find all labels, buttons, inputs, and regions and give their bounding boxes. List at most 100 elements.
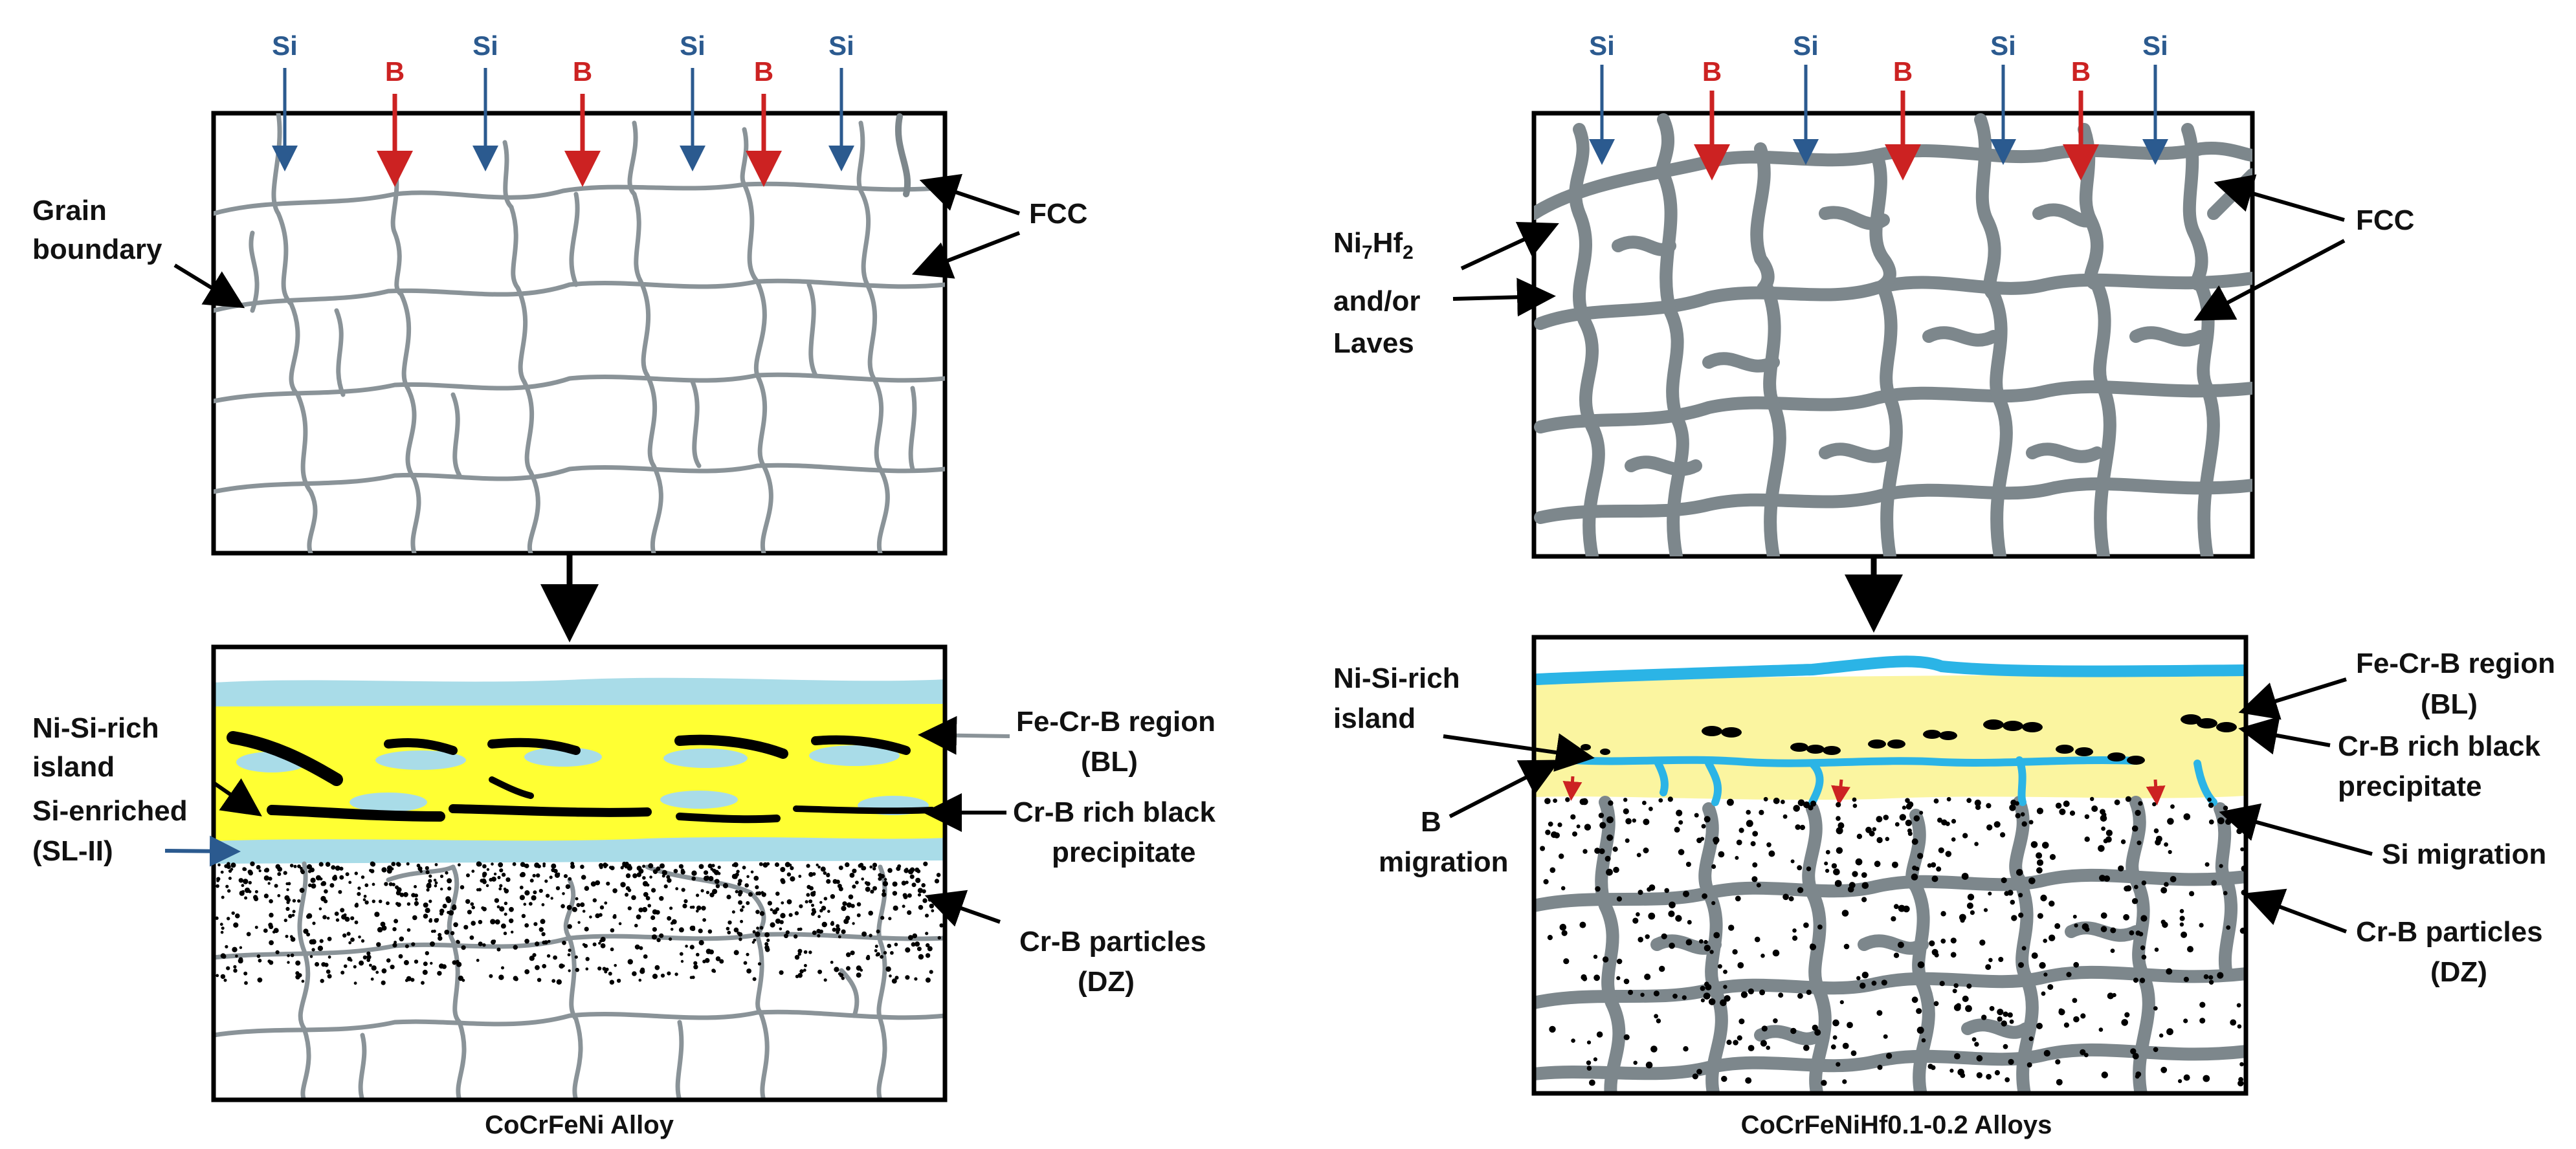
cr-b-particle: [812, 930, 817, 936]
cr-b-particle: [682, 903, 687, 908]
cr-b-particle: [452, 960, 457, 965]
cr-b-particle: [343, 913, 347, 917]
cr-b-particle: [1985, 964, 1992, 970]
cr-b-particle: [868, 910, 873, 916]
cr-b-particle: [2055, 1059, 2061, 1065]
cr-b-particle: [808, 899, 813, 904]
cr-b-particle: [888, 917, 892, 921]
cr-b-particle: [874, 945, 878, 948]
cr-b-particle: [471, 921, 476, 926]
cr-b-particle: [750, 870, 754, 874]
cr-b-particle: [1704, 945, 1711, 952]
cr-b-particle: [2164, 842, 2169, 847]
cr-b-particle: [345, 872, 350, 877]
cr-b-particle: [338, 890, 342, 894]
cr-b-particle: [819, 929, 823, 934]
cr-b-particle: [215, 916, 219, 920]
cr-b-particle: [340, 970, 345, 975]
cr-b-particle: [269, 912, 274, 918]
cr-b-particle: [2043, 938, 2047, 943]
cr-b-particle: [1861, 872, 1867, 878]
cr-b-particle: [1676, 809, 1683, 816]
cr-b-particle: [1678, 849, 1685, 855]
cr-b-particle: [1708, 998, 1716, 1005]
cr-b-particle: [1940, 911, 1946, 917]
cr-b-particle: [2125, 885, 2132, 892]
cr-b-particle: [524, 969, 530, 974]
cr-b-particle: [1812, 1024, 1818, 1031]
cr-b-particle: [465, 899, 471, 904]
cr-b-particle: [1847, 886, 1854, 893]
cr-b-particle: [757, 962, 762, 966]
cr-b-particle: [700, 889, 704, 893]
cr-b-particle: [425, 908, 430, 914]
cr-b-particle: [806, 893, 810, 897]
cr-b-particle: [567, 924, 572, 929]
cr-b-particle: [233, 965, 237, 968]
si-flux-label: Si: [1990, 30, 2016, 61]
cr-b-particle: [350, 916, 355, 921]
cr-b-particle: [1913, 815, 1920, 822]
cr-b-particle: [660, 863, 665, 869]
cr-b-particle: [1792, 936, 1798, 941]
cr-b-particle: [733, 927, 739, 933]
cr-b-particle: [317, 945, 324, 952]
cr-b-particle: [631, 895, 636, 901]
cr-b-particle: [2080, 1013, 2086, 1019]
cr-b-particle: [2159, 1033, 2164, 1038]
cr-b-particle: [2140, 945, 2146, 950]
cr-b-particle: [1586, 1060, 1592, 1066]
cr-b-particle: [2021, 946, 2026, 951]
cr-b-particle: [659, 933, 664, 938]
cr-b-particle: [505, 877, 511, 882]
cr-b-particle: [1806, 989, 1812, 995]
cr-b-particle: [794, 934, 798, 939]
cr-b-particle: [277, 866, 283, 872]
cr-b-particle: [220, 930, 224, 934]
cr-b-particle: [438, 936, 443, 941]
cr-b-particle: [2105, 829, 2113, 837]
cr-b-particle: [691, 925, 696, 930]
cr-b-particle: [912, 933, 918, 939]
cr-b-particle: [627, 865, 632, 871]
cr-b-particle: [540, 919, 546, 925]
cr-b-particle: [428, 879, 432, 883]
cr-b-particle: [585, 957, 590, 961]
cr-b-particle: [845, 862, 850, 868]
cr-b-particle: [438, 933, 442, 937]
cr-b-particle: [537, 864, 541, 869]
grain-boundary-label-line1: Grain: [32, 195, 107, 226]
cr-b-particle: [1579, 921, 1586, 928]
cr-b-particle: [318, 907, 322, 911]
cr-b-particle: [936, 903, 941, 907]
cr-b-particle: [1831, 863, 1838, 869]
cr-b-particle: [1916, 1026, 1924, 1034]
cr-b-particle: [2098, 845, 2105, 852]
cr-b-particle: [580, 864, 584, 870]
cr-b-particle: [775, 892, 780, 896]
cr-b-particle: [392, 943, 397, 948]
cr-b-particle: [269, 940, 274, 945]
cr-b-particle: [419, 870, 423, 873]
cr-b-particle: [499, 884, 503, 888]
cr-b-particle: [1881, 979, 1887, 986]
cr-b-particle: [667, 916, 672, 921]
cr-b-particle: [491, 877, 496, 882]
right-fe-cr-b-label-line2: (BL): [2421, 688, 2478, 720]
cr-b-particle: [1986, 1073, 1992, 1080]
cr-b-particle: [362, 898, 366, 901]
cr-b-particle: [1623, 808, 1629, 815]
cr-b-particle: [295, 974, 300, 979]
cr-b-particle: [547, 939, 551, 943]
cr-b-particle: [878, 873, 882, 877]
right-bonded-layers: [1534, 655, 2246, 1093]
cr-b-particle: [467, 910, 472, 915]
cr-b-particle: [902, 893, 907, 898]
cr-b-particle: [1561, 930, 1568, 936]
cr-b-particle: [2042, 842, 2049, 849]
cr-b-particle: [1628, 989, 1634, 995]
cr-b-particle: [346, 932, 351, 936]
cr-b-particle: [642, 876, 646, 880]
cr-b-particle: [1735, 895, 1741, 902]
cr-b-particle: [790, 876, 795, 882]
